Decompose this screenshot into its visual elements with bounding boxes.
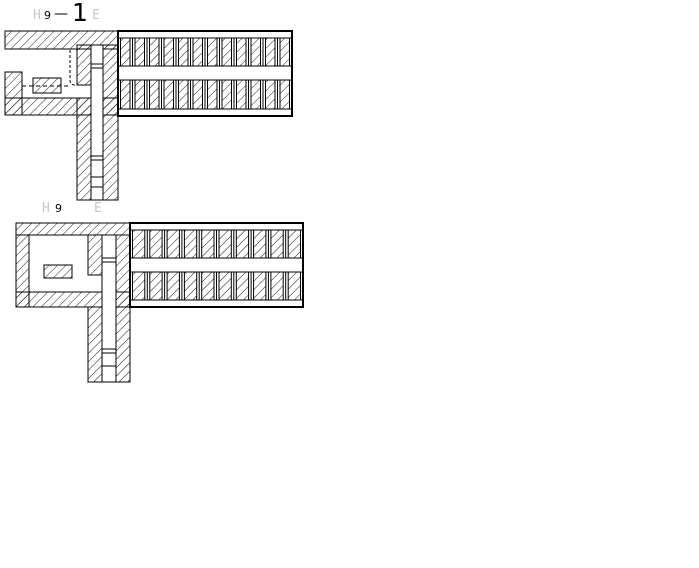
plan-2-room-cell [218,271,232,301]
plan-1-room-cell [163,37,174,67]
plan-2-room-cell [201,271,215,301]
plan-1-room-cell [279,37,290,67]
plan-2-room-cell [235,271,250,301]
plan-1-rooms [117,37,290,110]
plan-2-room-cell [235,229,250,259]
plan-1-room-cell [178,79,189,110]
plan-2-room-cell [287,229,302,259]
plan-1-room-cell [134,37,145,67]
plan-1-room-cell [120,37,131,67]
plan-1-doors [22,50,103,188]
plan-1-room-cell [279,79,290,110]
plan-2-code: 9 [55,202,62,215]
plan-2-room-cell [270,229,284,259]
plan-2-room-cell [132,271,146,301]
plan-2-room-cell [253,229,267,259]
plan-2-room-cell [287,271,302,301]
plan-1-room-cell [250,37,261,67]
ghost-mark-2: E [92,8,100,23]
plan-1-room-cell [265,37,276,67]
plan-2-room-cell [183,271,198,301]
plan-2-room-cell [270,271,284,301]
plan-1-room-cell [178,37,189,67]
plan-2-walls [15,222,131,383]
plan-1-room-cell [250,79,261,110]
plan-1-room-cell [163,79,174,110]
plan-1-room-cell [207,37,218,67]
plan-2-room-cell [149,271,163,301]
ghost-mark-1: H [33,8,41,23]
plan-2-room-cell [166,229,180,259]
plan-1-room-cell [149,79,160,110]
plan-1 [4,30,293,201]
plan-2-room-cell [201,229,215,259]
plan-1-number: 1 [72,0,88,27]
plan-1-walls [4,30,119,201]
plan-2-room-cell [218,229,232,259]
plan-1-room-cell [192,79,203,110]
plan-1-room-cell [236,79,247,110]
plan-1-room-cell [120,79,131,110]
plan-2-doors [102,257,116,367]
plan-1-room-cell [192,37,203,67]
plan-2-rooms [129,229,302,301]
plan-2-room-cell [253,271,267,301]
plan-2-room-cell [166,271,180,301]
plan-1-room-cell [134,79,145,110]
plan-1-dash: — [54,6,68,22]
plan-1-room-cell [221,79,232,110]
ghost-mark-3: H [42,201,50,216]
plan-1-room-cell [221,37,232,67]
plan-1-room-cell [207,79,218,110]
ghost-mark-4: E [94,201,102,216]
plan-1-room-cell [236,37,247,67]
plan-1-corridor [90,44,104,201]
plan-2-room-cell [183,229,198,259]
plan-2-corridor [101,234,117,383]
plan-1-room-cell [265,79,276,110]
plan-1-code: 9 [44,9,51,22]
plan-2 [15,222,304,383]
plan-2-room-cell [149,229,163,259]
plan-2-room-cell [132,229,146,259]
plan-1-room-cell [149,37,160,67]
